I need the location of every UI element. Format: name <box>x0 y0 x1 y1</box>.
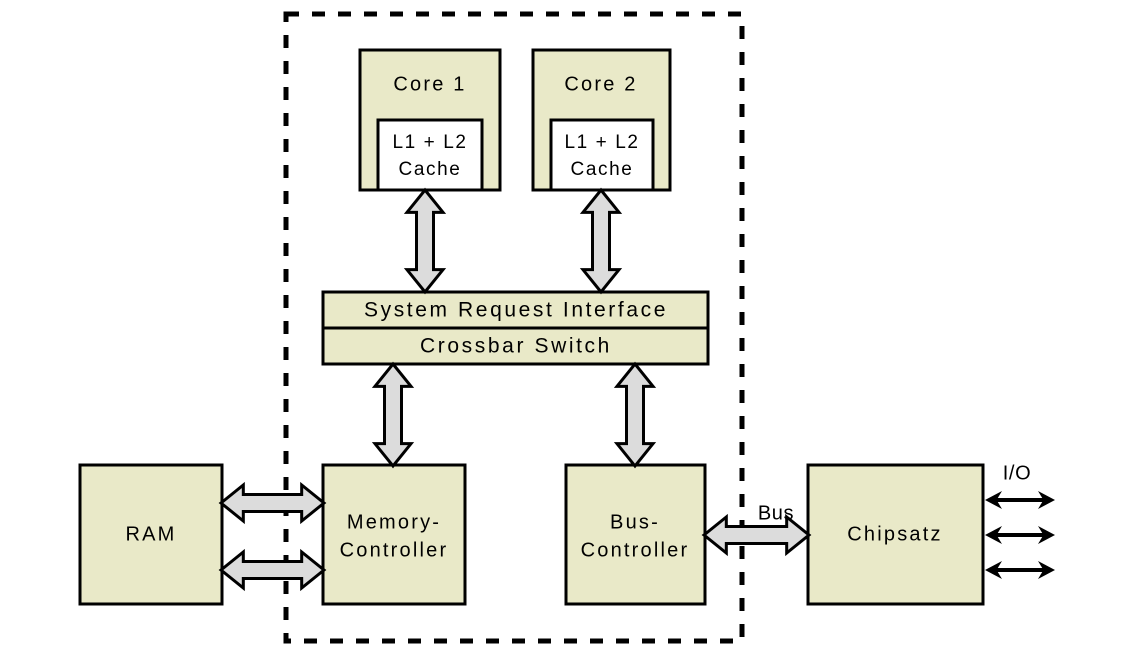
block-core1: Core 1 L1 + L2 Cache <box>358 48 502 192</box>
cache-label-cache1-line1: L1 + L2 <box>392 132 467 153</box>
block-rect-chipsatz <box>806 463 985 606</box>
block-system-request-interface: System Request Interface <box>321 290 710 330</box>
block-arrow-ram-to-memory-controller-lower <box>218 548 327 592</box>
io-label: I/O <box>1003 462 1031 484</box>
io-arrow-2-head-left <box>985 526 1002 544</box>
io-arrow-3 <box>985 561 1055 579</box>
io-arrow-2-head-right <box>1038 526 1055 544</box>
block-label-bus-controller-line2: Controller <box>581 539 690 561</box>
cache-label-cache2-line1: L1 + L2 <box>564 132 639 153</box>
edge-labels-layer: Bus I/O <box>758 462 1031 524</box>
block-arrow-core1-to-sri <box>403 187 447 295</box>
io-arrow-3-head-right <box>1038 561 1055 579</box>
block-arrow-core2-to-sri <box>579 187 623 295</box>
cache-rect-cache1 <box>376 118 484 192</box>
block-arrow-bus-controller-to-chipsatz <box>701 513 812 557</box>
block-arrow-ram-to-memory-controller-upper <box>218 481 327 525</box>
io-arrow-1-head-left <box>985 491 1002 509</box>
block-label-system-request-interface: System Request Interface <box>364 299 668 322</box>
io-arrows-layer <box>985 491 1055 579</box>
io-arrow-3-head-left <box>985 561 1002 579</box>
block-label-bus-controller-line1: Bus- <box>610 511 660 533</box>
block-core2: Core 2 L1 + L2 Cache <box>531 48 672 192</box>
block-memory-controller: Memory- Controller <box>321 463 467 606</box>
block-label-chipsatz: Chipsatz <box>847 523 942 545</box>
block-bus-controller: Bus- Controller <box>564 463 707 606</box>
block-label-ram: RAM <box>125 523 176 545</box>
cache-label-cache2-line2: Cache <box>571 159 634 180</box>
blocks-layer: Core 1 L1 + L2 Cache Core 2 L1 + L2 CacheSyst… <box>78 48 985 606</box>
block-arrow-crossbar-to-memory-controller <box>371 361 415 469</box>
block-ram: RAM <box>78 463 224 606</box>
block-rect-crossbar-switch <box>321 326 710 366</box>
block-label-crossbar-switch: Crossbar Switch <box>420 335 612 358</box>
io-arrow-1-head-right <box>1038 491 1055 509</box>
block-rect-ram <box>78 463 224 606</box>
block-arrows-layer <box>218 187 812 592</box>
block-chipsatz: Chipsatz <box>806 463 985 606</box>
io-arrow-2 <box>985 526 1055 544</box>
cache-label-cache1-line2: Cache <box>399 159 462 180</box>
block-crossbar-switch: Crossbar Switch <box>321 326 710 366</box>
bus-label: Bus <box>758 502 794 524</box>
cpu-die-boundary <box>283 11 745 644</box>
block-arrow-crossbar-to-bus-controller <box>613 361 657 469</box>
io-arrow-1 <box>985 491 1055 509</box>
block-label-memory-controller-line1: Memory- <box>347 511 441 533</box>
block-rect-memory-controller <box>321 463 467 606</box>
block-rect-bus-controller <box>564 463 707 606</box>
cache-rect-cache2 <box>549 118 655 192</box>
block-label-core1: Core 1 <box>393 73 466 95</box>
block-label-memory-controller-line2: Controller <box>340 539 449 561</box>
block-label-core2: Core 2 <box>564 73 637 95</box>
block-rect-system-request-interface <box>321 290 710 330</box>
